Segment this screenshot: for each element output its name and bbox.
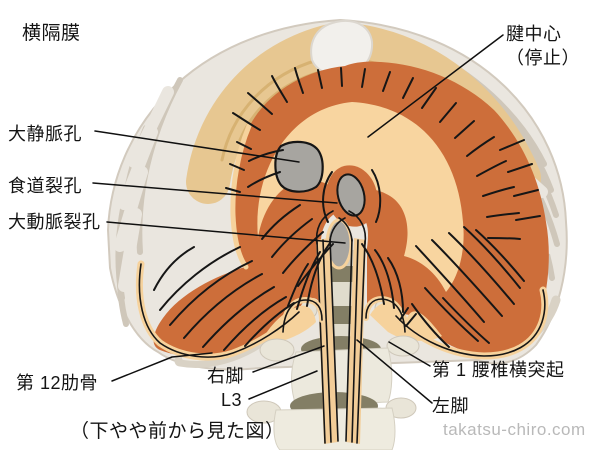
- label-l1-transverse-process: 第 1 腰椎横突起: [432, 360, 565, 380]
- label-central-tendon-line2: （停止）: [506, 48, 580, 69]
- label-rib-12: 第 12肋骨: [16, 373, 99, 393]
- leader-lines: [92, 34, 504, 404]
- watermark: takatsu-chiro.com: [443, 420, 586, 439]
- label-l3: L3: [221, 390, 243, 410]
- leader-vena-cava-foramen: [94, 130, 300, 163]
- leader-right-crus: [252, 345, 325, 373]
- leader-left-crus: [356, 339, 433, 404]
- label-right-crus: 右脚: [207, 366, 244, 386]
- leader-esophageal-hiatus: [92, 182, 338, 204]
- leader-l3: [248, 370, 318, 400]
- label-aortic-hiatus: 大動脈裂孔: [8, 212, 101, 232]
- muscle-fiber-lines: [153, 67, 541, 351]
- label-vena-cava-foramen: 大静脈孔: [8, 124, 82, 144]
- leader-aortic-hiatus: [106, 221, 346, 244]
- leader-l1-transverse-process: [388, 341, 431, 367]
- page-title: 横隔膜: [22, 23, 81, 44]
- leader-central-tendon: [367, 34, 504, 138]
- crura: [315, 210, 367, 444]
- leader-rib-12: [111, 352, 213, 382]
- vena-cava-foramen-shape: [274, 140, 324, 193]
- label-esophageal-hiatus: 食道裂孔: [8, 176, 82, 196]
- label-left-crus: 左脚: [432, 396, 469, 416]
- label-central-tendon-line1: 腱中心: [506, 24, 562, 44]
- label-central-tendon: 腱中心 （停止）: [506, 22, 580, 71]
- left-crus-shape: [346, 238, 366, 444]
- view-caption: （下やや前から見た図）: [70, 421, 285, 442]
